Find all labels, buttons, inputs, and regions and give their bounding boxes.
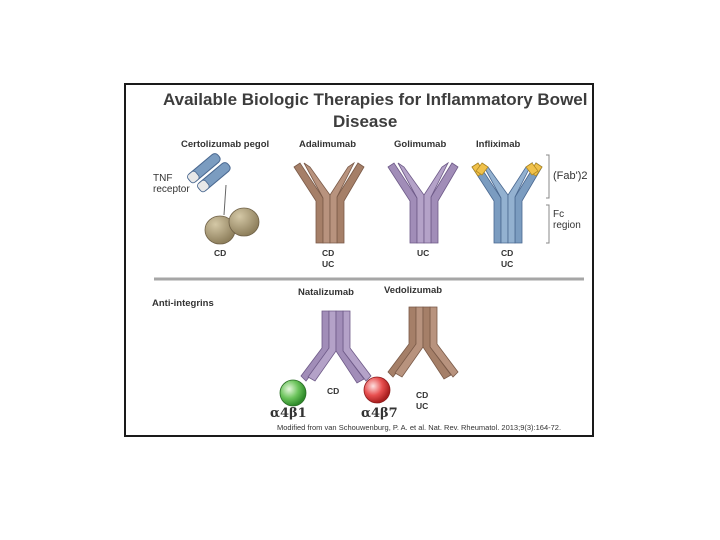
integrin-label-a4b1: α4β1: [270, 406, 307, 421]
fab-region-label: (Fab')2: [553, 170, 588, 182]
peg-linker: [223, 184, 227, 216]
figure-title-line2: Disease: [333, 112, 398, 131]
indication-infliximab: CD UC: [501, 248, 514, 269]
region-brackets: [546, 154, 550, 244]
indication-golimumab: UC: [417, 248, 430, 258]
drug-name-adalimumab: Adalimumab: [299, 139, 357, 150]
drug-name-infliximab: Infliximab: [476, 139, 521, 150]
integrin-a4b1-sphere: [279, 379, 307, 407]
indication-certolizumab: CD: [214, 248, 227, 258]
certolizumab-pegol-structure: [187, 153, 260, 245]
biologic-therapies-figure: Available Biologic Therapies for Inflamm…: [124, 83, 594, 437]
fc-region-label: Fc region: [553, 209, 581, 231]
adalimumab-antibody: [293, 161, 365, 244]
integrin-label-a4b7: α4β7: [361, 406, 398, 421]
golimumab-antibody: [387, 161, 459, 244]
fab-fragment: [187, 153, 221, 184]
drug-name-certolizumab: Certolizumab pegol: [181, 139, 270, 150]
indication-adalimumab: CD UC: [322, 248, 335, 269]
drug-name-golimumab: Golimumab: [394, 139, 447, 150]
drug-name-natalizumab: Natalizumab: [298, 287, 354, 298]
infliximab-antibody: [471, 161, 543, 244]
vedolizumab-antibody: [387, 306, 459, 380]
indication-natalizumab: CD: [327, 386, 340, 396]
peg-sphere: [228, 207, 260, 237]
tnf-receptor-label: TNF receptor: [153, 173, 190, 195]
antibody-diagram: [154, 153, 584, 407]
indication-vedolizumab: CD UC: [416, 390, 429, 411]
drug-name-vedolizumab: Vedolizumab: [384, 285, 443, 296]
natalizumab-antibody: [300, 310, 372, 384]
integrin-a4b7-sphere: [363, 376, 391, 404]
figure-title-line1: Available Biologic Therapies for Inflamm…: [163, 90, 588, 109]
section-label-anti-integrins: Anti-integrins: [152, 298, 214, 309]
citation: Modified from van Schouwenburg, P. A. et…: [277, 423, 562, 432]
